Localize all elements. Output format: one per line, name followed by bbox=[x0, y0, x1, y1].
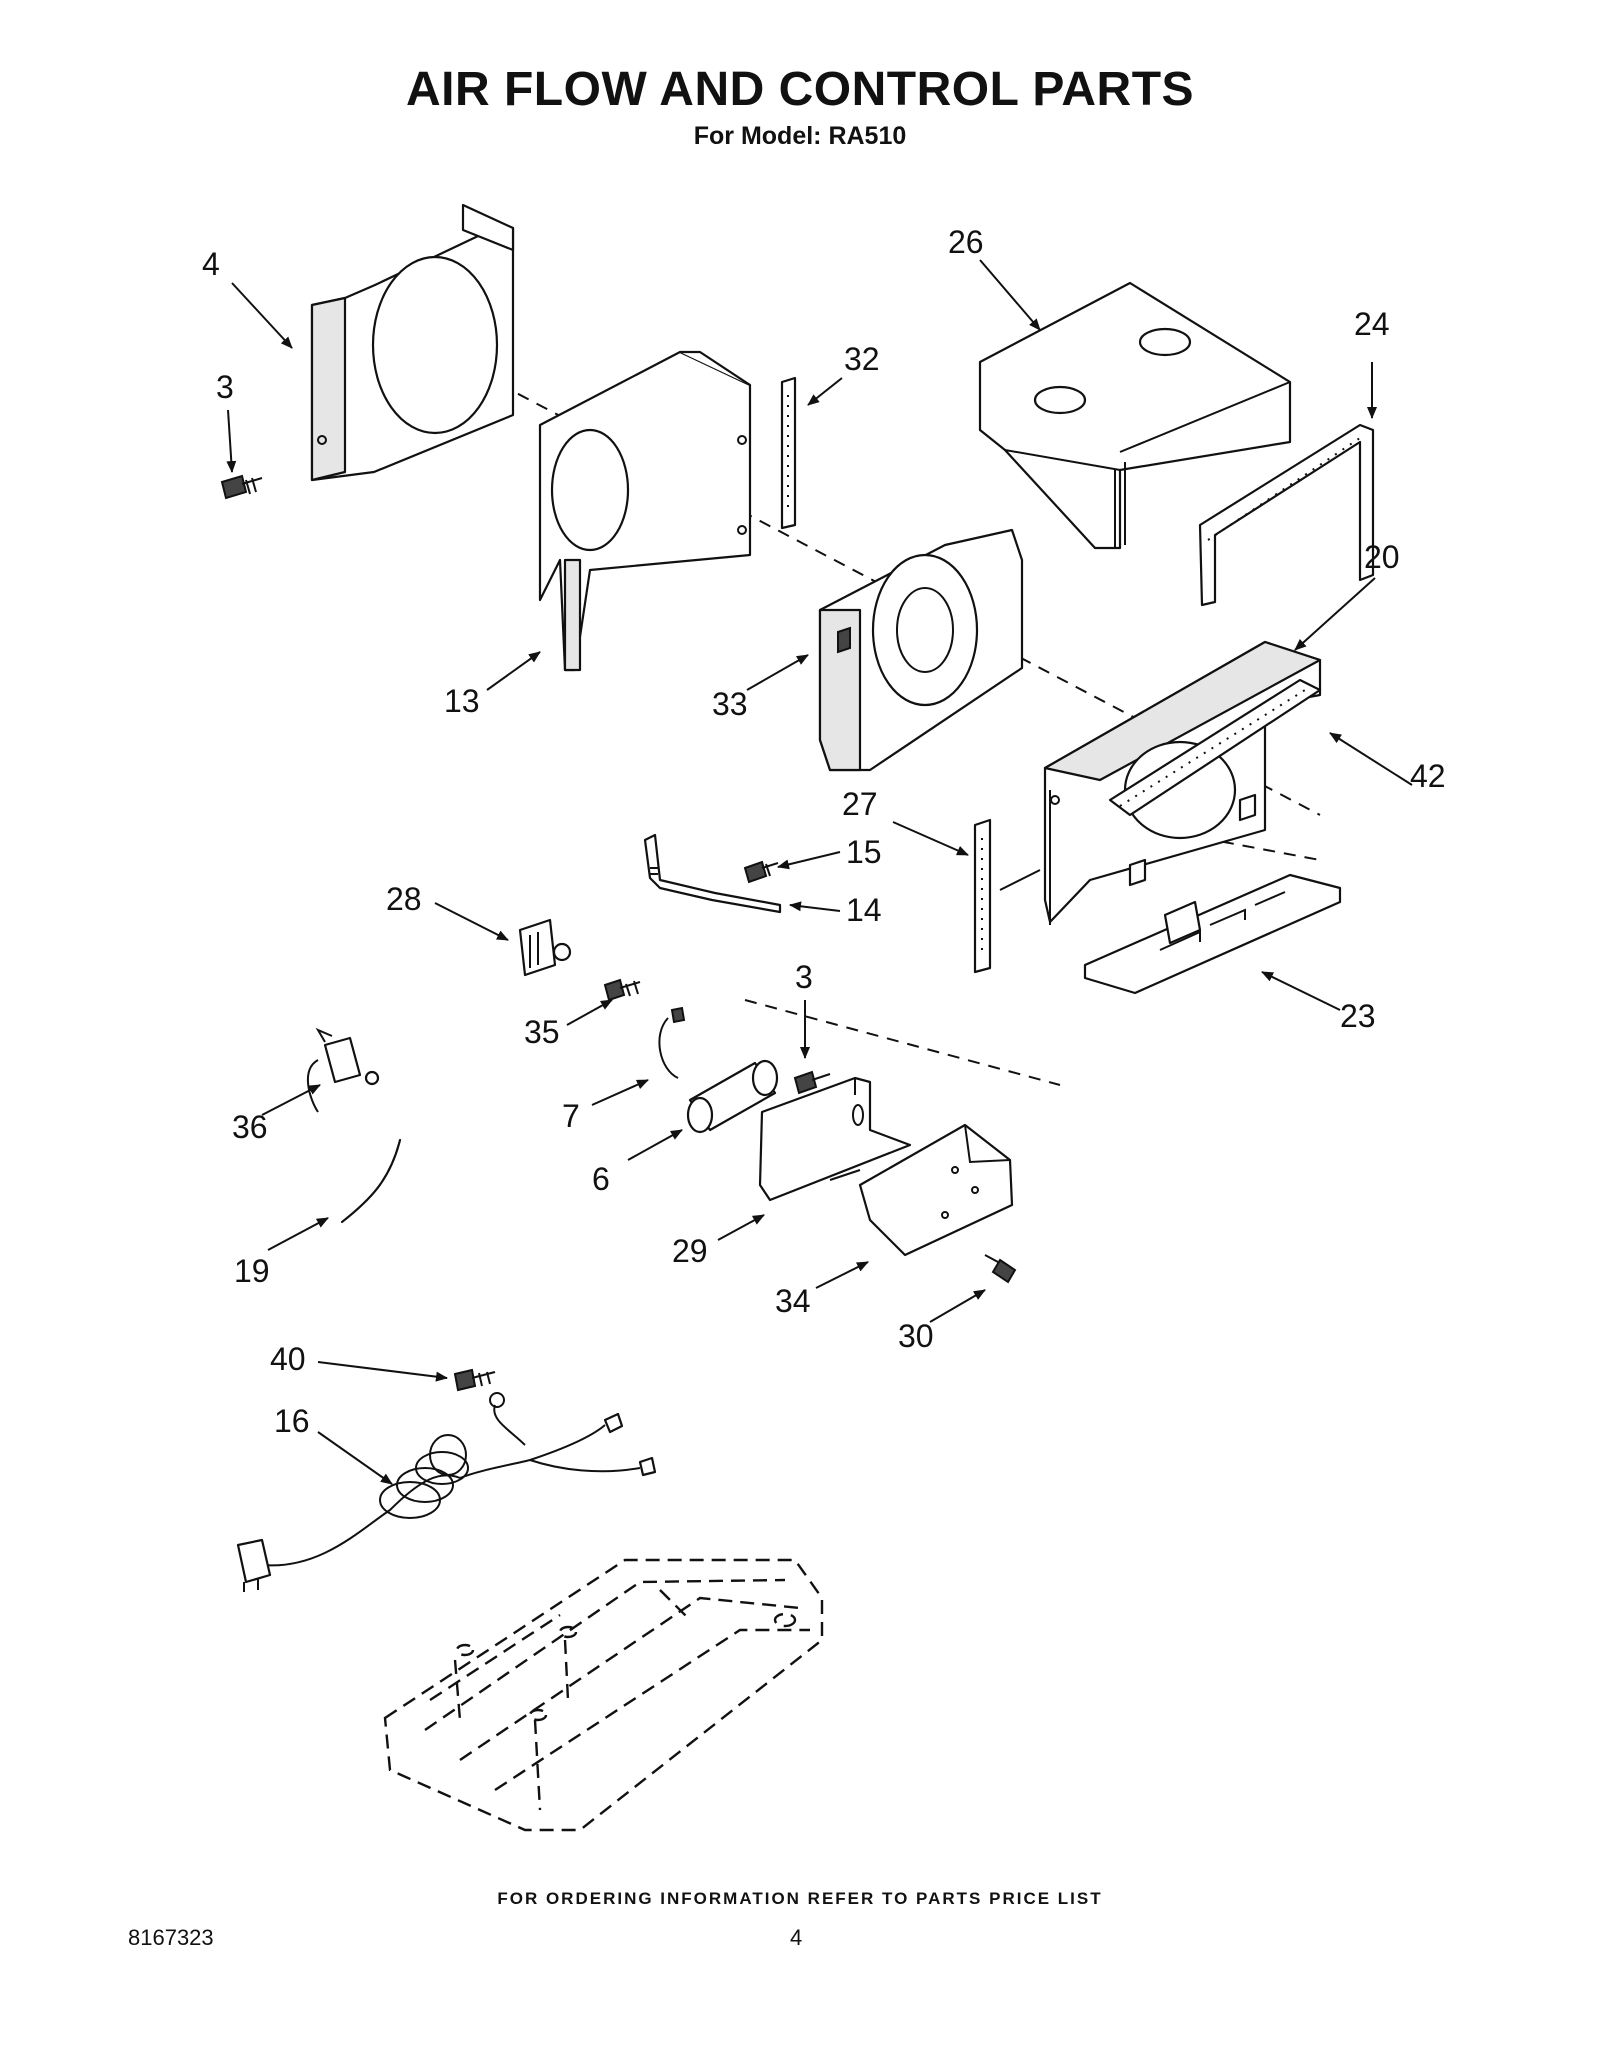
callout-24: 24 bbox=[1354, 306, 1390, 342]
callout-27: 27 bbox=[842, 786, 878, 822]
callout-6: 6 bbox=[592, 1161, 610, 1197]
callout-16: 16 bbox=[274, 1403, 310, 1439]
part-3-screw-upper bbox=[220, 474, 263, 500]
model-subtitle: For Model: RA510 bbox=[693, 122, 907, 150]
part-40-screw bbox=[453, 1368, 496, 1392]
part-42-foam-block bbox=[1108, 678, 1322, 817]
callout-28: 28 bbox=[386, 881, 422, 917]
leader-arrows bbox=[226, 259, 1413, 1485]
part-13-orifice-panel bbox=[538, 350, 752, 672]
callout-35: 35 bbox=[524, 1014, 560, 1050]
part-19-tube bbox=[341, 1139, 401, 1223]
part-26-top-cover bbox=[978, 281, 1292, 550]
callout-40: 40 bbox=[270, 1341, 306, 1377]
callout-42: 42 bbox=[1410, 758, 1446, 794]
callout-33: 33 bbox=[712, 686, 748, 722]
part-33-blower-housing bbox=[818, 528, 1024, 772]
callout-14: 14 bbox=[846, 892, 882, 928]
part-27-foam-strip bbox=[973, 818, 1041, 974]
page-title: AIR FLOW AND CONTROL PARTS bbox=[405, 63, 1195, 116]
callout-30: 30 bbox=[898, 1318, 934, 1354]
part-29-capacitor-bracket bbox=[758, 1076, 912, 1202]
base-pan-phantom bbox=[383, 1558, 824, 1832]
ordering-info-note: FOR ORDERING INFORMATION REFER TO PARTS … bbox=[497, 1889, 1103, 1908]
callout-3-upper: 3 bbox=[216, 369, 234, 405]
part-32-foam-strip bbox=[780, 376, 797, 530]
callout-32: 32 bbox=[844, 341, 880, 377]
part-7-capacitor-strap bbox=[658, 1006, 686, 1079]
part-30-screw bbox=[984, 1254, 1017, 1284]
callout-7: 7 bbox=[562, 1098, 580, 1134]
part-36-sensor bbox=[306, 1027, 380, 1113]
part-3-screw-lower bbox=[793, 1070, 831, 1095]
part-28-thermostat bbox=[518, 918, 572, 977]
callout-26: 26 bbox=[948, 224, 984, 260]
callout-4: 4 bbox=[202, 246, 220, 282]
part-35-screw bbox=[603, 978, 641, 1002]
callout-labels: 3 4 13 32 26 24 20 33 42 27 15 14 28 23 … bbox=[202, 224, 1446, 1439]
callout-19: 19 bbox=[234, 1253, 270, 1289]
part-4-fan-shroud bbox=[310, 203, 515, 482]
part-6-capacitor bbox=[686, 1059, 779, 1134]
callout-20: 20 bbox=[1364, 539, 1400, 575]
callout-3-lower: 3 bbox=[795, 959, 813, 995]
callout-34: 34 bbox=[775, 1283, 811, 1319]
part-24-foam-gasket bbox=[1198, 423, 1375, 607]
part-23-drain-tray bbox=[1083, 873, 1342, 995]
page-number: 4 bbox=[790, 1925, 803, 1950]
part-14-bracket bbox=[643, 833, 782, 914]
callout-13: 13 bbox=[444, 683, 480, 719]
callout-15: 15 bbox=[846, 834, 882, 870]
callout-36: 36 bbox=[232, 1109, 268, 1145]
part-34-control-box bbox=[858, 1123, 1014, 1257]
document-number: 8167323 bbox=[128, 1925, 214, 1950]
callout-29: 29 bbox=[672, 1233, 708, 1269]
callout-23: 23 bbox=[1340, 998, 1376, 1034]
part-16-power-cord bbox=[236, 1392, 657, 1592]
part-15-screw bbox=[743, 860, 779, 884]
